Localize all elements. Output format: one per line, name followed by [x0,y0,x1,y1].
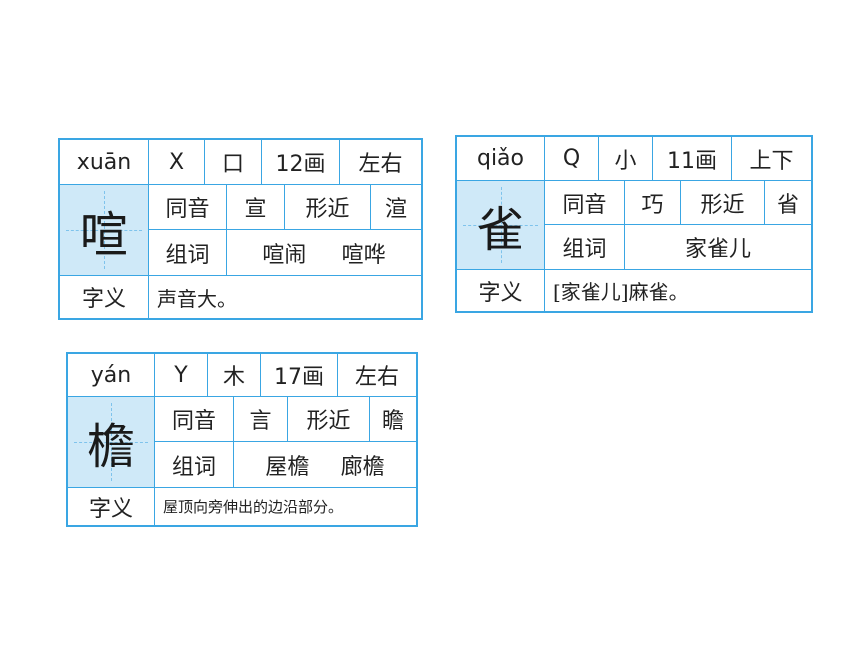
initial-cell: Q [545,137,599,181]
char-card-qiao: qiǎo Q 小 11画 上下 雀 同音 巧 形近 省 组词 家雀儿 字义 [家… [455,135,813,313]
similar-value: 省 [765,181,811,225]
radical-cell: 木 [208,354,261,397]
initial-cell: Y [155,354,208,397]
meaning-value: 屋顶向旁伸出的边沿部分。 [163,498,344,516]
word-item: 家雀儿 [684,237,751,262]
big-character-cell: 喧 [60,185,149,276]
similar-label: 形近 [285,185,371,230]
homophone-value: 巧 [625,181,681,225]
meaning-value: 声音大。 [157,286,237,311]
big-character-cell: 檐 [68,397,155,488]
similar-value: 渲 [371,185,421,230]
char-card-yan: yán Y 木 17画 左右 檐 同音 言 形近 瞻 组词 屋檐 廊檐 字义 屋… [66,352,418,527]
words-label: 组词 [149,230,227,276]
structure-cell: 左右 [340,140,421,185]
strokes-cell: 17画 [261,354,338,397]
radical-cell: 口 [205,140,262,185]
words-value: 屋檐 廊檐 [234,442,416,488]
strokes-cell: 11画 [653,137,732,181]
words-label: 组词 [155,442,234,488]
strokes-cell: 12画 [262,140,340,185]
pinyin-cell: yán [68,354,155,397]
meaning-label: 字义 [457,270,545,311]
pinyin-cell: qiǎo [457,137,545,181]
meaning-value: [家雀儿]麻雀。 [553,280,689,304]
homophone-label: 同音 [545,181,625,225]
homophone-value: 宣 [227,185,285,230]
homophone-label: 同音 [149,185,227,230]
char-card-xuan: xuān X 口 12画 左右 喧 同音 宣 形近 渲 组词 喧闹 喧哗 字义 … [58,138,423,320]
similar-label: 形近 [288,397,370,442]
words-value: 家雀儿 [625,225,811,270]
radical-cell: 小 [599,137,653,181]
words-label: 组词 [545,225,625,270]
words-value: 喧闹 喧哗 [227,230,421,276]
homophone-label: 同音 [155,397,234,442]
meaning-label: 字义 [60,276,149,318]
similar-label: 形近 [681,181,765,225]
initial-cell: X [149,140,205,185]
similar-value: 瞻 [370,397,416,442]
structure-cell: 左右 [338,354,416,397]
big-character: 雀 [476,202,525,258]
structure-cell: 上下 [732,137,811,181]
word-item: 喧闹 [262,242,307,268]
big-character: 喧 [79,207,128,263]
pinyin-cell: xuān [60,140,149,185]
word-item: 屋檐 [265,454,310,480]
meaning-label: 字义 [68,488,155,525]
word-item: 廊檐 [340,454,385,480]
homophone-value: 言 [234,397,288,442]
word-item: 喧哗 [341,242,386,268]
big-character-cell: 雀 [457,181,545,270]
big-character: 檐 [86,419,135,475]
